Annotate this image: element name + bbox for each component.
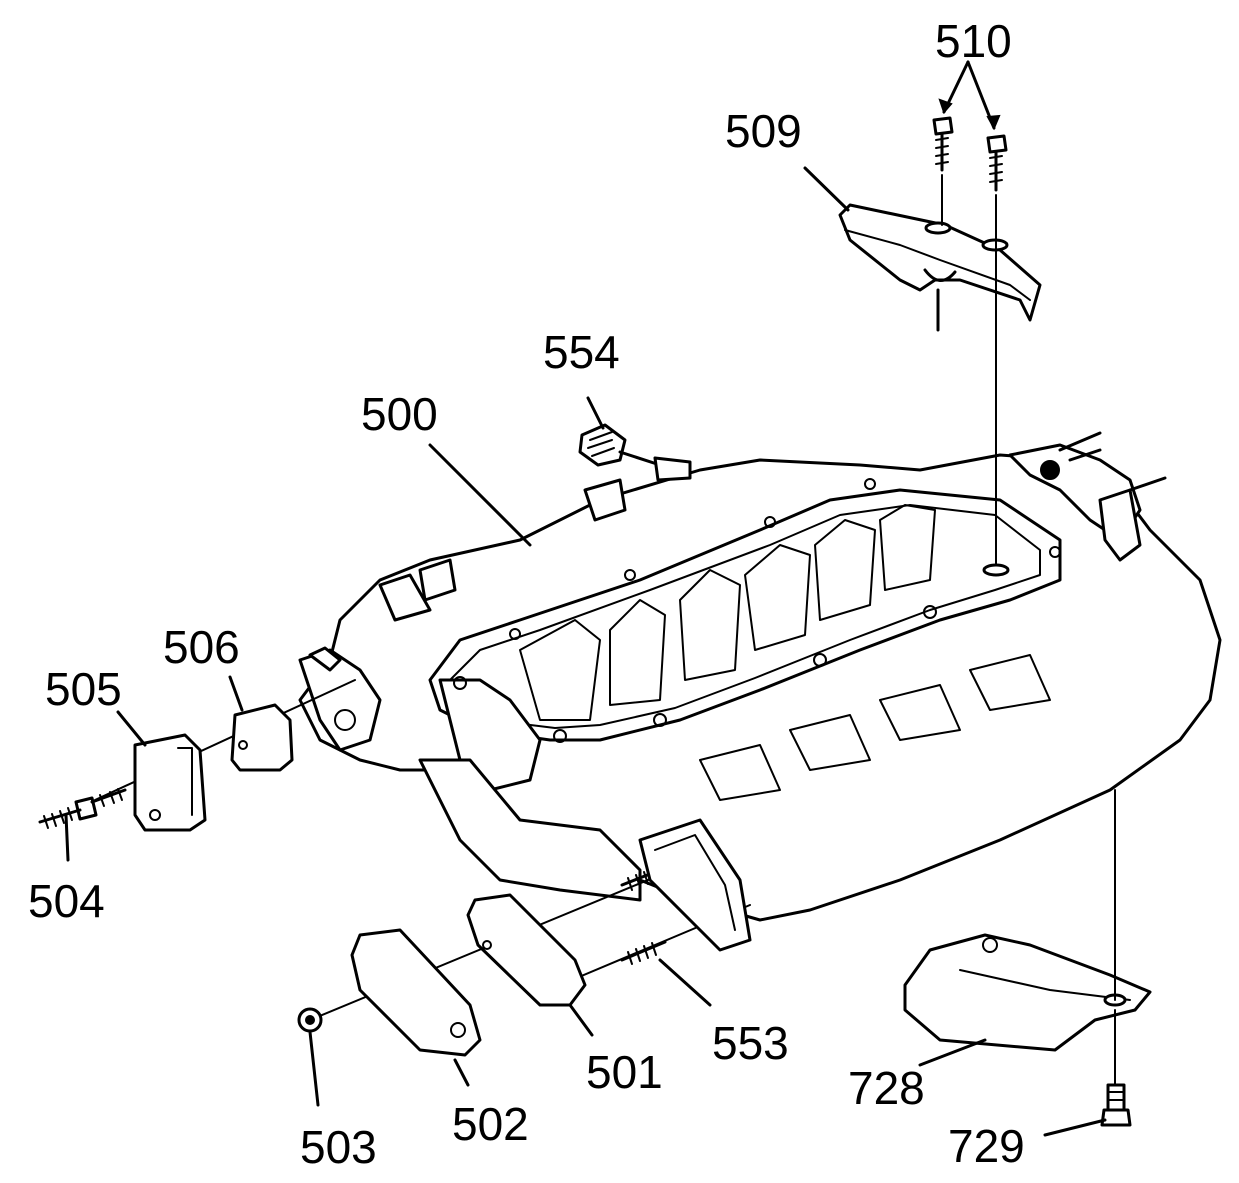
part-509-bracket bbox=[838, 203, 1042, 332]
label-509: 509 bbox=[725, 105, 802, 157]
label-510: 510 bbox=[935, 15, 1012, 67]
callout-labels: 500 554 509 510 506 505 504 503 502 501 … bbox=[28, 15, 1025, 1173]
label-553: 553 bbox=[712, 1017, 789, 1069]
leader-506 bbox=[228, 675, 244, 712]
label-500: 500 bbox=[361, 388, 438, 440]
part-510-bolts bbox=[932, 60, 1010, 577]
intake-manifold bbox=[298, 431, 1222, 922]
label-506: 506 bbox=[163, 621, 240, 673]
leader-500 bbox=[428, 443, 532, 547]
leader-504 bbox=[64, 813, 70, 862]
leader-728 bbox=[918, 1038, 987, 1067]
leader-501 bbox=[568, 1003, 594, 1037]
leader-505 bbox=[116, 710, 147, 747]
leader-554 bbox=[586, 396, 605, 430]
label-503: 503 bbox=[300, 1121, 377, 1173]
label-729: 729 bbox=[948, 1120, 1025, 1172]
leader-509 bbox=[803, 166, 850, 212]
leader-lines bbox=[64, 166, 1107, 1137]
part-728-729-assembly bbox=[903, 789, 1152, 1127]
label-504: 504 bbox=[28, 875, 105, 927]
leader-553 bbox=[658, 958, 712, 1007]
part-554-sensor bbox=[578, 423, 692, 482]
part-504-505-506-assembly bbox=[38, 679, 356, 832]
label-554: 554 bbox=[543, 326, 620, 378]
leader-503 bbox=[308, 1030, 320, 1107]
leader-729 bbox=[1043, 1118, 1107, 1137]
label-728: 728 bbox=[848, 1062, 925, 1114]
label-502: 502 bbox=[452, 1098, 529, 1150]
label-505: 505 bbox=[45, 663, 122, 715]
leader-502 bbox=[453, 1058, 470, 1087]
label-501: 501 bbox=[586, 1046, 663, 1098]
